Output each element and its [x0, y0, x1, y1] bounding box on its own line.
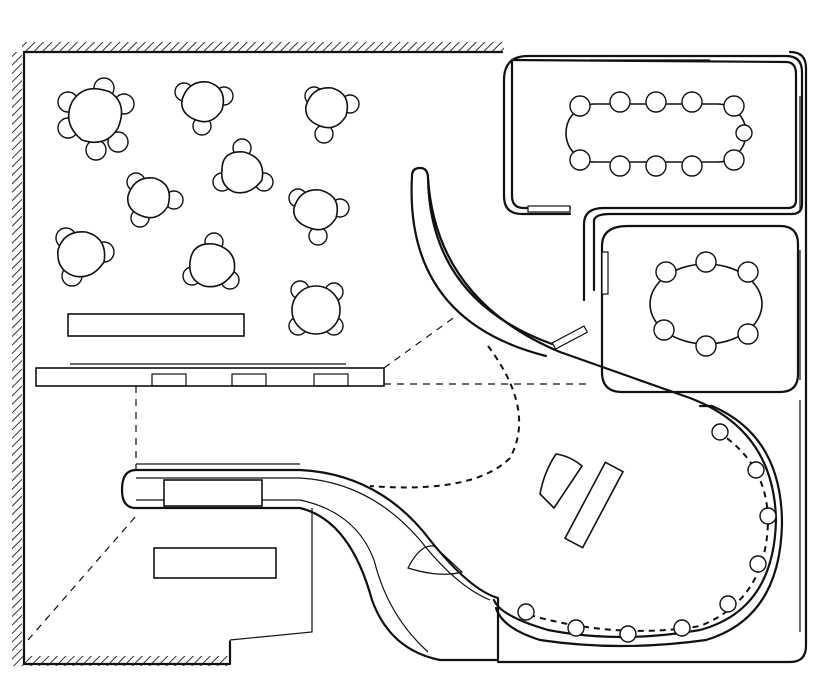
lounge-table-8	[182, 232, 240, 290]
meeting-room-1	[502, 54, 804, 302]
meeting-room-1-wall	[502, 54, 804, 292]
waiting-bench	[153, 547, 277, 579]
lounge-table-1	[57, 77, 135, 161]
meeting-room-1-door	[527, 205, 571, 213]
sight-lines	[27, 315, 588, 641]
lounge-tables	[55, 77, 360, 336]
storage-wall	[35, 363, 385, 387]
meeting-room-2-chairs	[653, 251, 759, 357]
feature-wall	[426, 176, 784, 648]
meeting-room-1-chairs	[569, 91, 753, 177]
lounge-table-4	[212, 138, 274, 194]
lounge-table-3	[304, 86, 360, 144]
lounge-table-6	[288, 188, 350, 246]
meeting-room-2	[600, 224, 800, 394]
lounge-table-2	[174, 81, 234, 136]
lounge-table-5	[126, 172, 184, 228]
swing-door	[407, 545, 464, 575]
lounge-table-7	[55, 227, 115, 287]
closet-line	[229, 508, 313, 641]
reception-counter	[120, 468, 500, 662]
curved-partition-wall	[410, 166, 554, 358]
lounge-table-9	[288, 280, 344, 336]
reception-desk	[163, 479, 263, 507]
meeting-room-2-door	[601, 251, 609, 295]
meeting-room-2-wall	[600, 224, 800, 394]
lounge-bench	[67, 313, 245, 337]
circulation-path	[369, 345, 521, 489]
hatched-existing-walls	[12, 42, 504, 666]
exterior-wall	[22, 50, 808, 666]
curved-wall-door	[551, 325, 589, 350]
feature-wall-columns	[517, 423, 777, 643]
display-fixtures	[539, 453, 625, 549]
